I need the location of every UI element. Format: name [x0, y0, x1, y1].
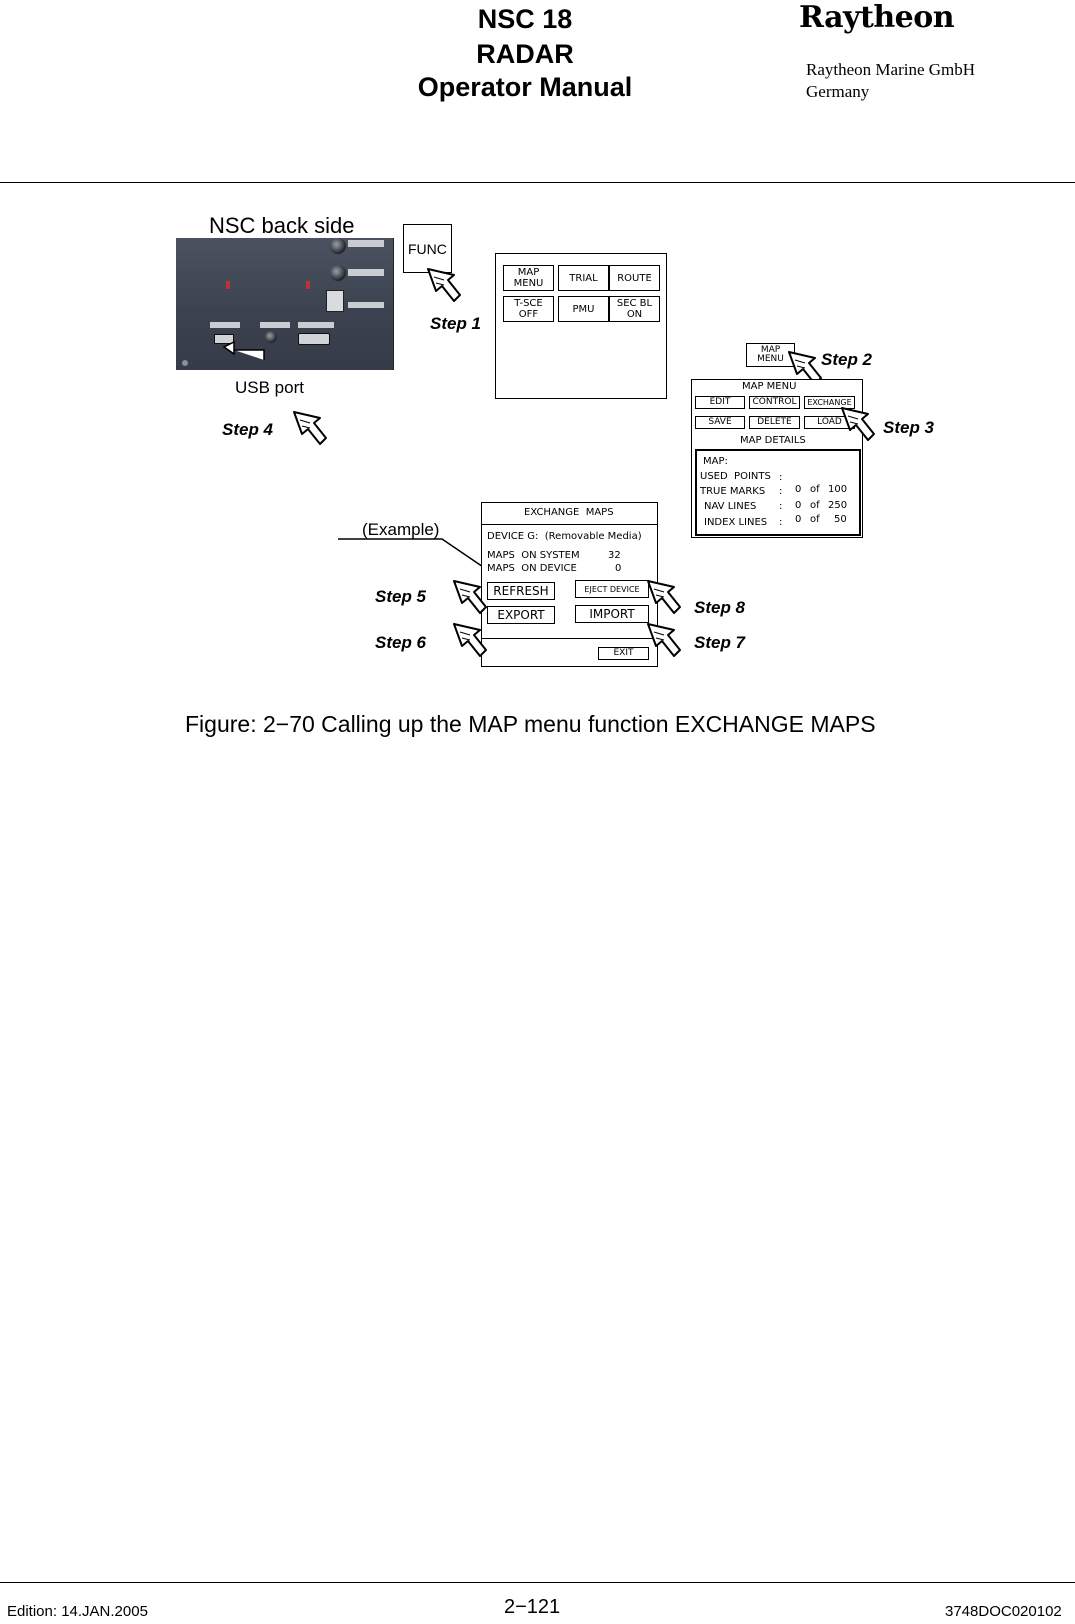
map-menu-title: MAP MENU: [742, 381, 797, 392]
device-label: DEVICE G: (Removable Media): [487, 531, 642, 542]
index-lines-used: 0: [795, 514, 802, 525]
step1-label: Step 1: [430, 314, 482, 333]
step8-label: Step 8: [694, 598, 746, 617]
step3-hand-icon: [841, 407, 875, 441]
figure-caption: Figure: 2−70 Calling up the MAP menu fun…: [185, 711, 876, 737]
step2-label: Step 2: [821, 350, 873, 369]
eject-device-button[interactable]: EJECT DEVICE: [575, 580, 649, 598]
exchange-maps-title: EXCHANGE MAPS: [524, 507, 614, 518]
index-lines-total: 50: [834, 514, 847, 525]
maps-on-device-value: 0: [615, 563, 622, 574]
func-key-label: FUNC: [408, 241, 447, 257]
raytheon-logo: Raytheon: [799, 0, 955, 35]
step4-hand-icon: [293, 411, 327, 445]
trial-button[interactable]: TRIAL: [558, 265, 609, 291]
nav-lines-used: 0: [795, 500, 802, 511]
manual-title-line1: NSC 18: [477, 4, 573, 34]
manual-title-line2: RADAR: [476, 39, 574, 69]
true-marks-sep: :: [779, 486, 783, 497]
index-lines-label: INDEX LINES: [704, 517, 768, 528]
edit-button[interactable]: EDIT: [695, 396, 745, 409]
delete-button[interactable]: DELETE: [749, 416, 800, 429]
route-button[interactable]: ROUTE: [609, 265, 660, 291]
step7-hand-icon: [647, 623, 681, 657]
control-button[interactable]: CONTROL: [749, 396, 800, 409]
refresh-button[interactable]: REFRESH: [487, 582, 555, 600]
step5-label: Step 5: [375, 587, 427, 606]
true-marks-used: 0: [795, 484, 802, 495]
manual-title-line3: Operator Manual: [417, 72, 633, 102]
true-marks-total: 100: [828, 484, 848, 495]
step1-hand-icon: [427, 268, 461, 302]
step4-label: Step 4: [222, 420, 274, 439]
import-button[interactable]: IMPORT: [575, 605, 649, 623]
tsce-off-button[interactable]: T-SCE OFF: [503, 296, 554, 322]
sec-bl-on-button[interactable]: SEC BL ON: [609, 296, 660, 322]
exchange-maps-panel: EXCHANGE MAPS DEVICE G: (Removable Media…: [481, 502, 658, 667]
map-menu-button[interactable]: MAP MENU: [503, 265, 554, 291]
func-key[interactable]: FUNC: [403, 224, 452, 273]
example-leader-line: [338, 538, 493, 574]
header-rule: [0, 182, 1075, 183]
index-lines-of: of: [810, 514, 820, 525]
step5-hand-icon: [453, 580, 487, 614]
pmu-button[interactable]: PMU: [558, 296, 609, 322]
step3-label: Step 3: [883, 418, 935, 437]
true-marks-of: of: [810, 484, 820, 495]
map-name-label: MAP:: [703, 456, 728, 467]
footer-rule: [0, 1582, 1075, 1583]
step7-label: Step 7: [694, 633, 746, 652]
nav-lines-total: 250: [828, 500, 848, 511]
example-label: (Example): [362, 520, 440, 539]
nsc-back-panel-photo: [176, 238, 394, 370]
load-button[interactable]: LOAD: [804, 416, 855, 429]
nav-lines-label: NAV LINES: [704, 501, 757, 512]
used-points-label: USED POINTS: [700, 471, 771, 482]
footer-page-number: 2−121: [504, 1596, 561, 1618]
maps-on-device-label: MAPS ON DEVICE: [487, 563, 577, 574]
used-points-sep: :: [779, 472, 783, 483]
nav-lines-of: of: [810, 500, 820, 511]
usb-port-label: USB port: [235, 378, 304, 397]
footer-doc-id: 3748DOC020102: [945, 1603, 1062, 1620]
maps-on-system-value: 32: [608, 550, 621, 561]
export-button[interactable]: EXPORT: [487, 606, 555, 624]
nsc-back-side-label: NSC back side: [209, 213, 355, 238]
nav-lines-sep: :: [779, 501, 783, 512]
map-details-title: MAP DETAILS: [740, 435, 806, 446]
true-marks-label: TRUE MARKS: [700, 486, 766, 497]
maps-on-system-label: MAPS ON SYSTEM: [487, 550, 580, 561]
step8-hand-icon: [647, 580, 681, 614]
exchange-button[interactable]: EXCHANGE: [804, 396, 855, 409]
func-menu-panel: MAP MENU TRIAL ROUTE T-SCE OFF PMU SEC B…: [495, 253, 667, 399]
map-menu-key[interactable]: MAP MENU: [746, 343, 795, 367]
step6-label: Step 6: [375, 633, 427, 652]
save-button[interactable]: SAVE: [695, 416, 745, 429]
company-name: Raytheon Marine GmbH: [806, 60, 976, 79]
step6-hand-icon: [453, 623, 487, 657]
company-country: Germany: [806, 82, 870, 101]
map-details-box: MAP: USED POINTS : TRUE MARKS : 0 of 100…: [695, 449, 861, 536]
footer-edition: Edition: 14.JAN.2005: [7, 1603, 148, 1620]
index-lines-sep: :: [779, 517, 783, 528]
exit-button[interactable]: EXIT: [598, 647, 649, 660]
map-menu-panel: MAP MENU EDIT CONTROL EXCHANGE SAVE DELE…: [691, 379, 863, 538]
